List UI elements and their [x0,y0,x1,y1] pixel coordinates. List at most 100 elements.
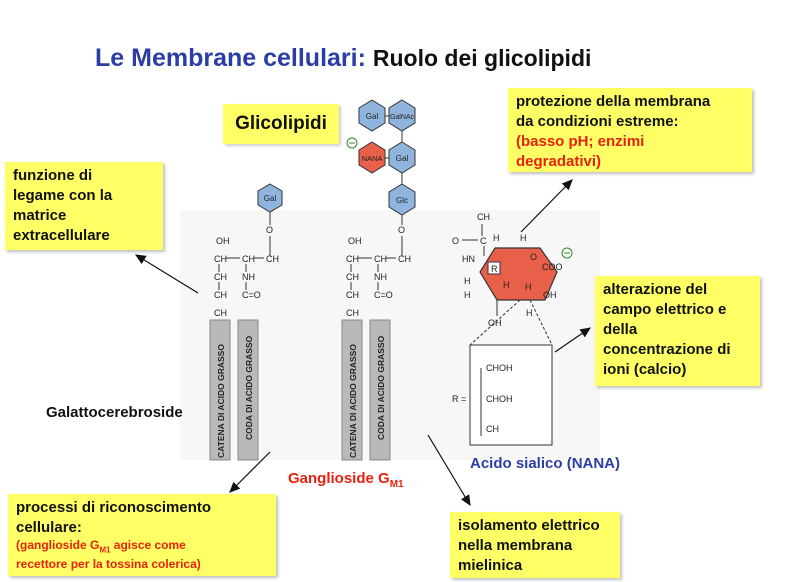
ch2-label-2: CH [398,254,411,264]
arrow-protezione [520,179,573,233]
ch-label-10: CH [346,308,359,318]
ch-label-5: CH [214,308,227,318]
riconoscimento-line3: (ganglioside GM1 agisce come [16,538,268,557]
nh-label-2: NH [374,272,387,282]
gal-mid-label: Gal [396,154,409,163]
nana-label: NANA [362,154,383,163]
catena-label-1: CATENA DI ACIDO GRASSO [216,344,226,458]
alterazione-line2: campo elettrico e [603,301,727,318]
coda-strip-2 [369,319,391,461]
o-label-1: O [266,225,273,235]
ganglioside-structure: Gal GalNAc NANA Gal Glc O OH CH CH CH CH… [341,99,416,461]
arrow-legame [134,254,199,294]
ch-label-9: CH [346,290,359,300]
alterazione-line5: ioni (calcio) [603,361,687,378]
ch-label-1: CH [214,254,227,264]
galattocerebroside-label: Galattocerebroside [46,404,183,421]
protezione-line4: degradativi) [516,153,602,170]
nana-hexagon [358,141,386,174]
title-part2: Ruolo dei glicolipidi [372,45,592,71]
oh-label-3: OH [543,290,557,300]
nana-ring [479,247,558,301]
ganglioside-label: Ganglioside GM1 [288,470,404,490]
glicolipidi-label: Glicolipidi [223,104,339,144]
h-label-2: H [520,233,527,243]
hn-label: HN [462,254,475,264]
protezione-line3: (basso pH; enzimi [516,133,645,150]
c-label: C [480,236,487,246]
co-label-1: C=O [242,290,261,300]
box-alterazione: alterazione del campo elettrico e della … [595,276,760,386]
oh-label-4: OH [488,318,502,328]
coda-strip-1 [237,319,259,461]
page-title: Le Membrane cellulari: Ruolo dei glicoli… [95,44,591,73]
isolamento-line1: isolamento elettrico [458,517,600,534]
catena-strip-1 [209,319,231,461]
galnac-label: GalNAc [390,114,415,121]
arrow-isolamento [427,434,471,507]
h-label-1: H [493,233,500,243]
legame-line3: matrice [13,207,67,224]
r-box [487,261,501,275]
box-legame: funzione di legame con la matrice extrac… [5,162,163,250]
riconoscimento-line3b: agisce come [110,538,186,552]
h-label-7: H [526,308,533,318]
r-label: R [491,264,498,274]
ch-label-6: CH [346,254,359,264]
riconoscimento-line1: processi di riconoscimento [16,499,212,516]
h-label-6: H [464,290,471,300]
isolamento-line2: nella membrana [458,537,573,554]
box-riconoscimento: processi di riconoscimento cellulare: (g… [8,494,276,576]
coo-label: COO [542,262,563,272]
nh-label-1: NH [242,272,255,282]
legame-line4: extracellulare [13,227,110,244]
ch-label-7: CH [374,254,387,264]
h-label-5: H [525,282,532,292]
riconoscimento-line2: cellulare: [16,519,82,536]
riconoscimento-line3a: (ganglioside G [16,538,100,552]
h-label-4: H [503,280,510,290]
ganglioside-sub: M1 [389,479,404,490]
ch2oh-label: CH [486,424,499,434]
protezione-line1: protezione della membrana [516,93,711,110]
legame-line2: legame con la [13,187,113,204]
sialic-acid-structure: CH O C HN H H R O H H H H OH OH H COO R … [452,212,573,446]
ch-label-2: CH [242,254,255,264]
title-part1: Le Membrane cellulari: [95,44,366,72]
gal-top-hexagon [358,99,386,132]
ch-label-4: CH [214,290,227,300]
gal-top-label: Gal [366,112,379,121]
riconoscimento-line4: recettore per la tossina colerica) [16,557,201,572]
coda-label-2: CODA DI ACIDO GRASSO [376,335,386,440]
h-label-3: H [464,276,471,286]
alterazione-line3: della [603,321,638,338]
legame-line1: funzione di [13,167,93,184]
galattocerebroside-structure: Gal O OH CH CH CH CH NH CH C=O CH CATENA… [209,183,283,461]
ch2-label-1: CH [266,254,279,264]
o-label-2: O [398,225,405,235]
r-detail-box [469,344,553,446]
alterazione-line1: alterazione del [603,281,708,298]
isolamento-line3: mielinica [458,557,523,574]
arrow-riconoscimento [229,451,271,493]
arrow-alterazione [554,327,591,353]
gal-label: Gal [264,194,277,203]
oh-label-2: OH [348,236,362,246]
box-protezione: protezione della membrana da condizioni … [508,88,752,172]
glc-label: Glc [396,196,408,205]
o-label-4: O [530,252,537,262]
riconoscimento-line3-sub: M1 [99,545,111,555]
ch3-label: CH [477,212,490,222]
protezione-line2: da condizioni estreme: [516,113,679,130]
arrows [134,179,591,507]
choh-label-1: CHOH [486,363,513,373]
catena-strip-2 [341,319,363,461]
acido-sialico-label: Acido sialico (NANA) [470,455,621,472]
choh-label-2: CHOH [486,394,513,404]
r-eq-label: R = [452,394,466,404]
ch-label-3: CH [214,272,227,282]
coda-label-1: CODA DI ACIDO GRASSO [244,335,254,440]
ganglioside-text: Ganglioside G [288,470,390,487]
ch-label-8: CH [346,272,359,282]
